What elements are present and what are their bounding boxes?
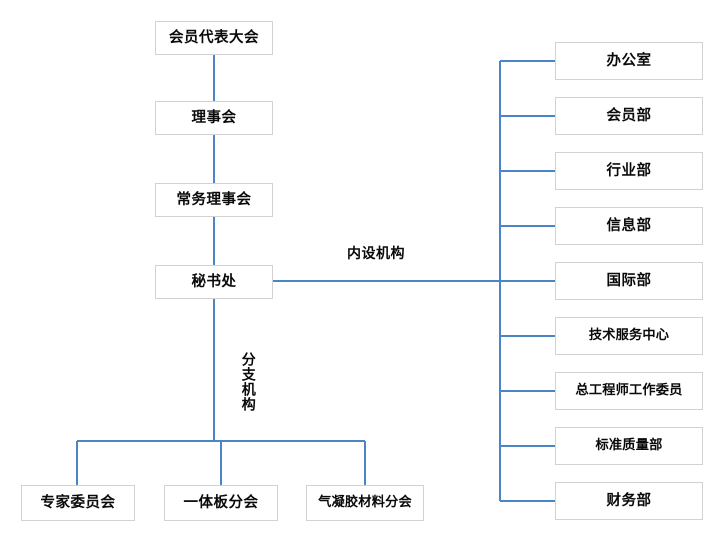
node-membership-dept[interactable]: 会员部: [555, 97, 703, 135]
label-branch-organizations: 分支机构: [239, 350, 256, 414]
label-internal-departments: 内设机构: [345, 246, 407, 262]
node-secretariat[interactable]: 秘书处: [155, 265, 273, 299]
node-integrated-panel-branch[interactable]: 一体板分会: [164, 485, 278, 521]
node-finance-dept[interactable]: 财务部: [555, 482, 703, 520]
node-industry-dept[interactable]: 行业部: [555, 152, 703, 190]
node-office[interactable]: 办公室: [555, 42, 703, 80]
node-chief-engineer-committee[interactable]: 总工程师工作委员: [555, 372, 703, 410]
node-international-dept[interactable]: 国际部: [555, 262, 703, 300]
node-experts-committee[interactable]: 专家委员会: [21, 485, 135, 521]
node-information-dept[interactable]: 信息部: [555, 207, 703, 245]
node-standards-quality-dept[interactable]: 标准质量部: [555, 427, 703, 465]
node-technical-service-center[interactable]: 技术服务中心: [555, 317, 703, 355]
node-congress[interactable]: 会员代表大会: [155, 21, 273, 55]
node-council[interactable]: 理事会: [155, 101, 273, 135]
node-standing-council[interactable]: 常务理事会: [155, 183, 273, 217]
node-aerogel-material-branch[interactable]: 气凝胶材料分会: [306, 485, 424, 521]
